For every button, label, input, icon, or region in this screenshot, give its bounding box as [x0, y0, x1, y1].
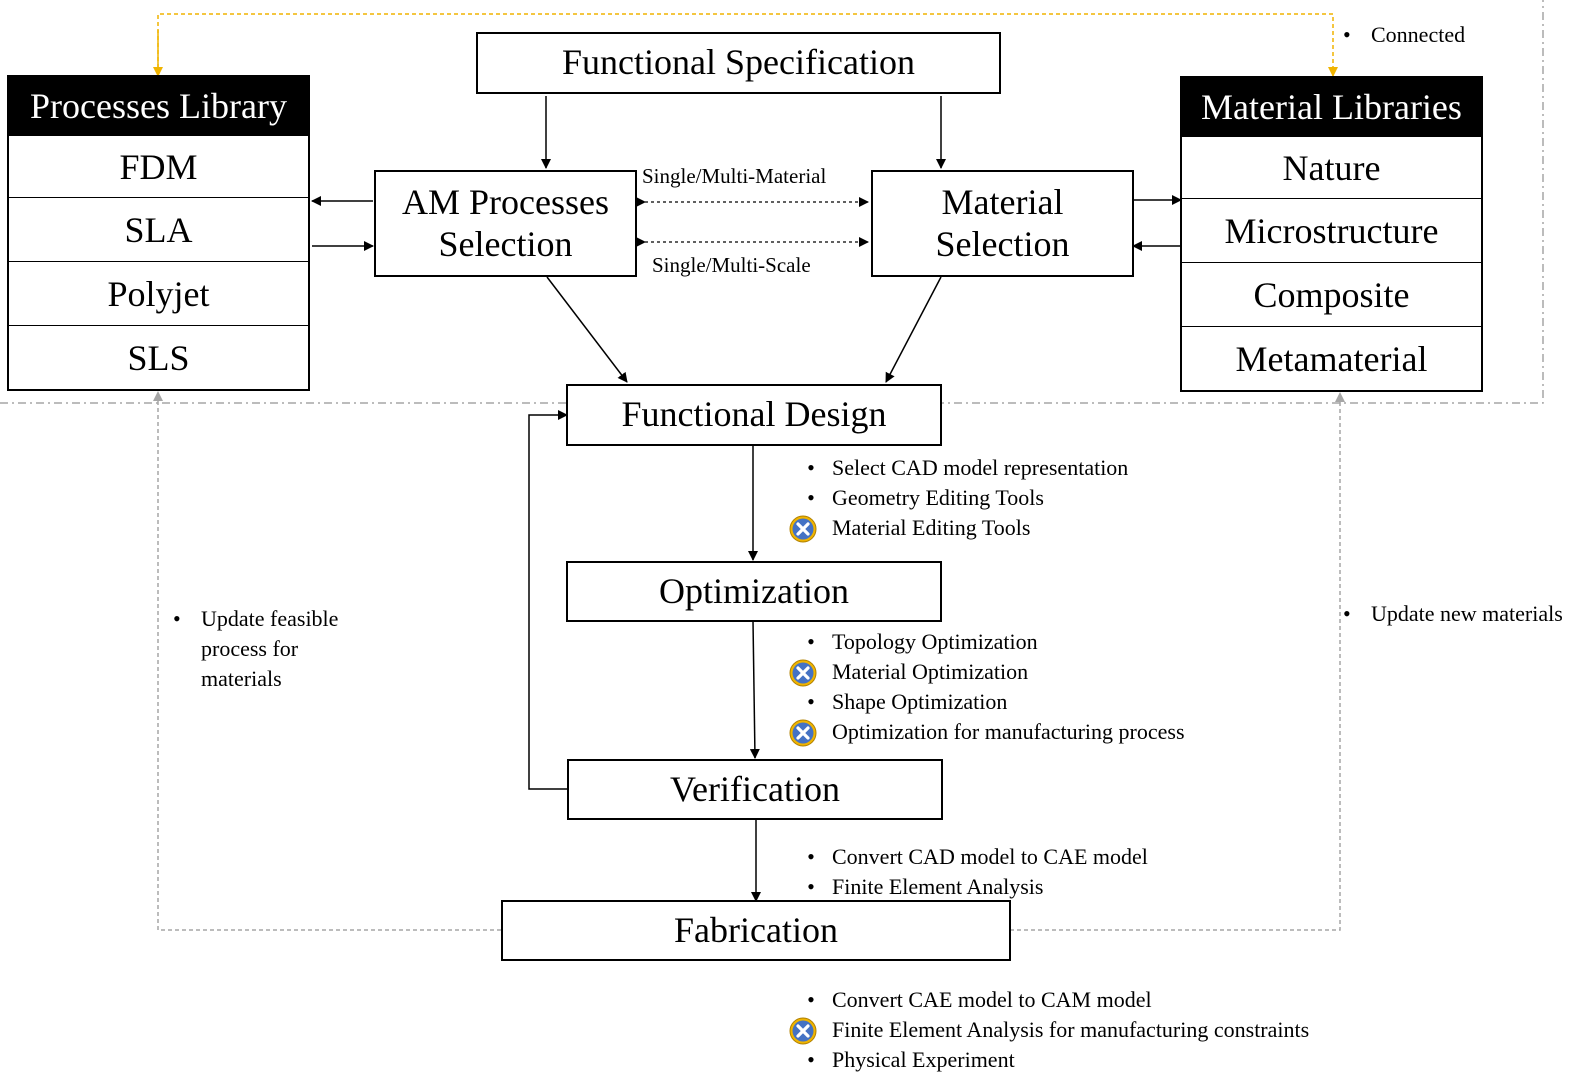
list-item: Material Editing Tools: [789, 513, 1128, 543]
list-item: •Physical Experiment: [807, 1047, 1015, 1072]
material-selection-box: Material Selection: [871, 170, 1134, 277]
multi-material-label: Single/Multi-Material: [642, 164, 827, 188]
process-polyjet: Polyjet: [9, 261, 308, 325]
verification-label: Verification: [670, 768, 840, 809]
library-region-boundary: [0, 0, 1544, 404]
update-feasible-note: •Update feasible process for materials: [173, 604, 383, 694]
material-metamaterial: Metamaterial: [1182, 326, 1481, 390]
x-icon: [789, 1017, 817, 1045]
x-icon: [789, 515, 817, 543]
processes-library: Processes Library FDM SLA Polyjet SLS: [7, 75, 310, 391]
functional-design-box: Functional Design: [566, 384, 942, 446]
fabrication-items-list: •Convert CAE model to CAM model Finite E…: [789, 985, 1309, 1075]
am-selection-label: AM Processes Selection: [402, 182, 609, 264]
process-sls: SLS: [9, 325, 308, 389]
list-item: Material Optimization: [789, 657, 1185, 687]
verification-box: Verification: [567, 759, 943, 820]
process-fdm: FDM: [9, 135, 308, 197]
feedback-to-materials: [1010, 392, 1345, 931]
update-feasible-text: Update feasible process for materials: [201, 606, 339, 691]
multi-scale-label: Single/Multi-Scale: [652, 253, 811, 277]
list-item: •Convert CAE model to CAM model: [807, 987, 1152, 1012]
list-item: •Select CAD model representation: [807, 455, 1129, 480]
material-libraries: Material Libraries Nature Microstructure…: [1180, 76, 1483, 392]
list-item: Finite Element Analysis for manufacturin…: [789, 1015, 1309, 1045]
fabrication-label: Fabrication: [674, 909, 838, 950]
optimization-items-list: •Topology Optimization Material Optimiza…: [789, 627, 1185, 747]
connected-note: •Connected: [1343, 20, 1465, 50]
x-icon: [789, 719, 817, 747]
update-materials-text: Update new materials: [1371, 601, 1563, 626]
list-item: •Convert CAD model to CAE model: [807, 844, 1148, 869]
fabrication-box: Fabrication: [501, 900, 1011, 961]
material-nature: Nature: [1182, 136, 1481, 198]
functional-spec-label: Functional Specification: [562, 42, 915, 83]
list-item: •Topology Optimization: [807, 629, 1038, 654]
processes-library-title: Processes Library: [9, 77, 308, 135]
functional-spec-box: Functional Specification: [476, 32, 1001, 94]
material-microstructure: Microstructure: [1182, 198, 1481, 262]
verification-items-list: •Convert CAD model to CAE model •Finite …: [802, 842, 1148, 902]
am-selection-box: AM Processes Selection: [374, 170, 637, 277]
material-selection-label: Material Selection: [935, 182, 1070, 264]
list-item: •Finite Element Analysis: [807, 874, 1044, 899]
connected-note-text: Connected: [1371, 22, 1466, 47]
material-libraries-title: Material Libraries: [1182, 78, 1481, 136]
process-sla: SLA: [9, 197, 308, 261]
functional-design-label: Functional Design: [621, 394, 887, 435]
verification-loop: [528, 410, 568, 790]
material-composite: Composite: [1182, 262, 1481, 326]
feedback-to-processes: [153, 391, 501, 931]
optimization-label: Optimization: [659, 570, 849, 611]
list-item: •Shape Optimization: [807, 689, 1008, 714]
optimization-box: Optimization: [566, 561, 942, 622]
design-items-list: •Select CAD model representation •Geomet…: [789, 453, 1129, 543]
list-item: Optimization for manufacturing process: [789, 717, 1185, 747]
list-item: •Geometry Editing Tools: [807, 485, 1044, 510]
update-materials-note: •Update new materials: [1343, 599, 1563, 629]
x-icon: [789, 659, 817, 687]
